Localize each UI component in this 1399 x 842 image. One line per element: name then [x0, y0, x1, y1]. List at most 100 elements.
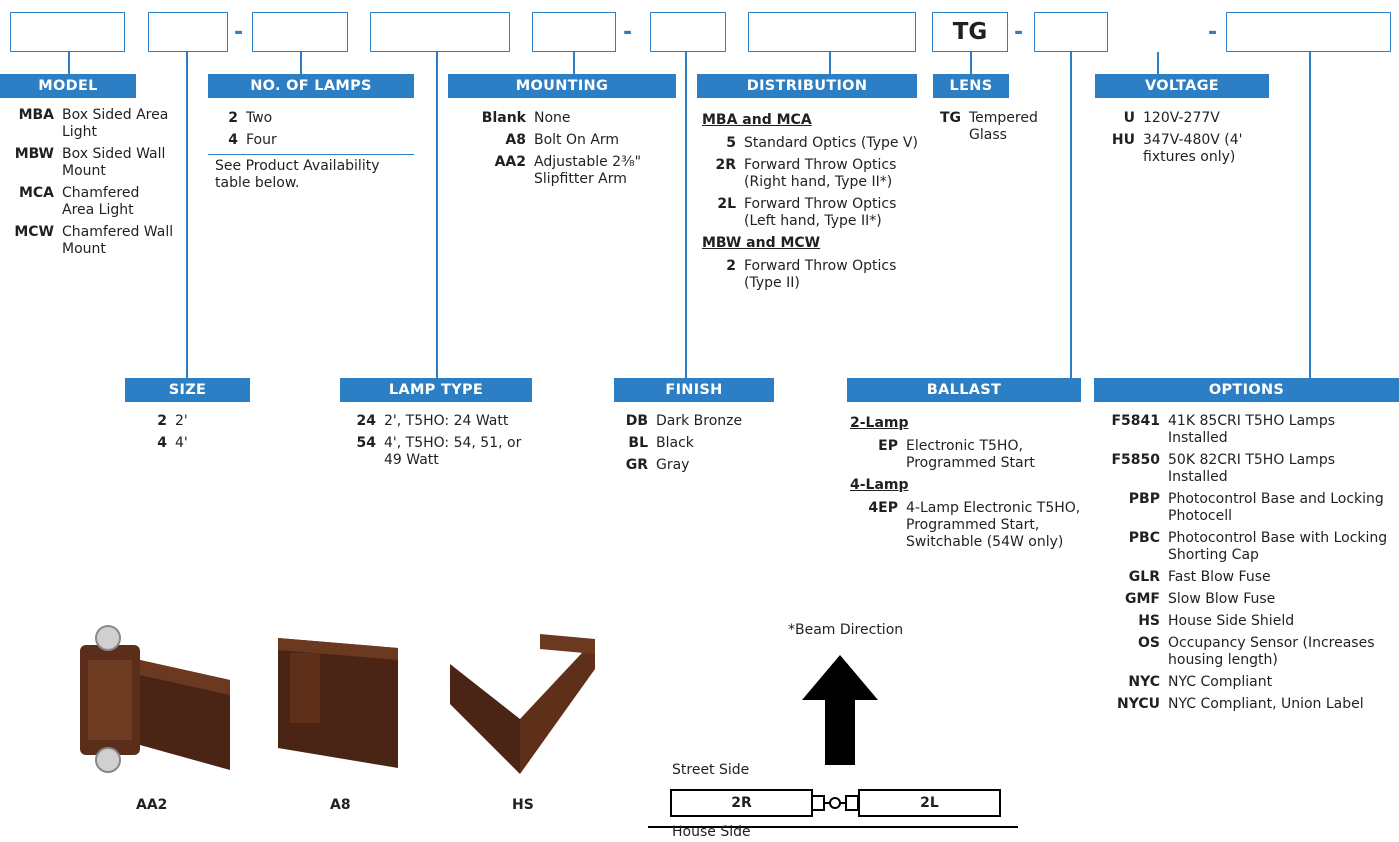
beam-arrow-icon — [802, 655, 878, 765]
caption-aa2: AA2 — [136, 797, 168, 813]
header-lens: LENS — [933, 74, 1009, 98]
connector-options — [1309, 52, 1311, 378]
header-ballast: BALLAST — [847, 378, 1081, 402]
pivot-connector-icon — [812, 795, 858, 811]
header-model: MODEL — [0, 74, 136, 98]
order-box-distribution — [748, 12, 916, 52]
connector-distribution — [829, 52, 831, 74]
order-box-lamps — [252, 12, 348, 52]
caption-a8: A8 — [330, 797, 351, 813]
hs-shield-image — [450, 634, 595, 774]
header-lamps: NO. OF LAMPS — [208, 74, 414, 98]
distribution-group-2: MBW and MCW — [702, 235, 821, 251]
connector-mounting — [573, 52, 575, 74]
header-size: SIZE — [125, 378, 250, 402]
house-side-label: House Side — [672, 824, 751, 840]
separator-1: - — [234, 20, 244, 45]
connector-size — [186, 52, 188, 378]
connector-lens — [970, 52, 972, 74]
order-box-finish — [650, 12, 726, 52]
order-box-options — [1226, 12, 1391, 52]
beam-left-box: 2R — [670, 789, 813, 817]
separator-4: - — [1208, 20, 1218, 45]
header-voltage: VOLTAGE — [1095, 74, 1269, 98]
header-mounting: MOUNTING — [448, 74, 676, 98]
house-line — [648, 826, 1018, 828]
order-box-lens: TG — [932, 12, 1008, 52]
header-finish: FINISH — [614, 378, 774, 402]
order-box-model — [10, 12, 125, 52]
street-side-label: Street Side — [672, 762, 750, 778]
connector-lamps — [300, 52, 302, 74]
separator-2: - — [623, 20, 633, 45]
connector-ballast — [1070, 52, 1072, 378]
order-box-lamp-type — [370, 12, 510, 52]
header-distribution: DISTRIBUTION — [697, 74, 917, 98]
order-box-mounting — [532, 12, 616, 52]
distribution-group-1: MBA and MCA — [702, 112, 812, 128]
beam-right-box: 2L — [858, 789, 1001, 817]
header-options: OPTIONS — [1094, 378, 1399, 402]
connector-finish — [685, 52, 687, 378]
aa2-slipfitter-image — [80, 625, 230, 773]
lamps-note: See Product Availability table below. — [208, 154, 414, 192]
ballast-group-1: 2-Lamp — [850, 415, 909, 431]
order-box-size — [148, 12, 228, 52]
ballast-group-2: 4-Lamp — [850, 477, 909, 493]
beam-direction-title: *Beam Direction — [788, 622, 904, 638]
beam-right-label: 2L — [920, 795, 939, 811]
separator-3: - — [1014, 20, 1024, 45]
order-box-ballast — [1034, 12, 1108, 52]
header-lamp-type: LAMP TYPE — [340, 378, 532, 402]
connector-lamp-type — [436, 52, 438, 378]
connector-model — [68, 52, 70, 74]
caption-hs: HS — [512, 797, 534, 813]
connector-voltage — [1157, 52, 1159, 74]
